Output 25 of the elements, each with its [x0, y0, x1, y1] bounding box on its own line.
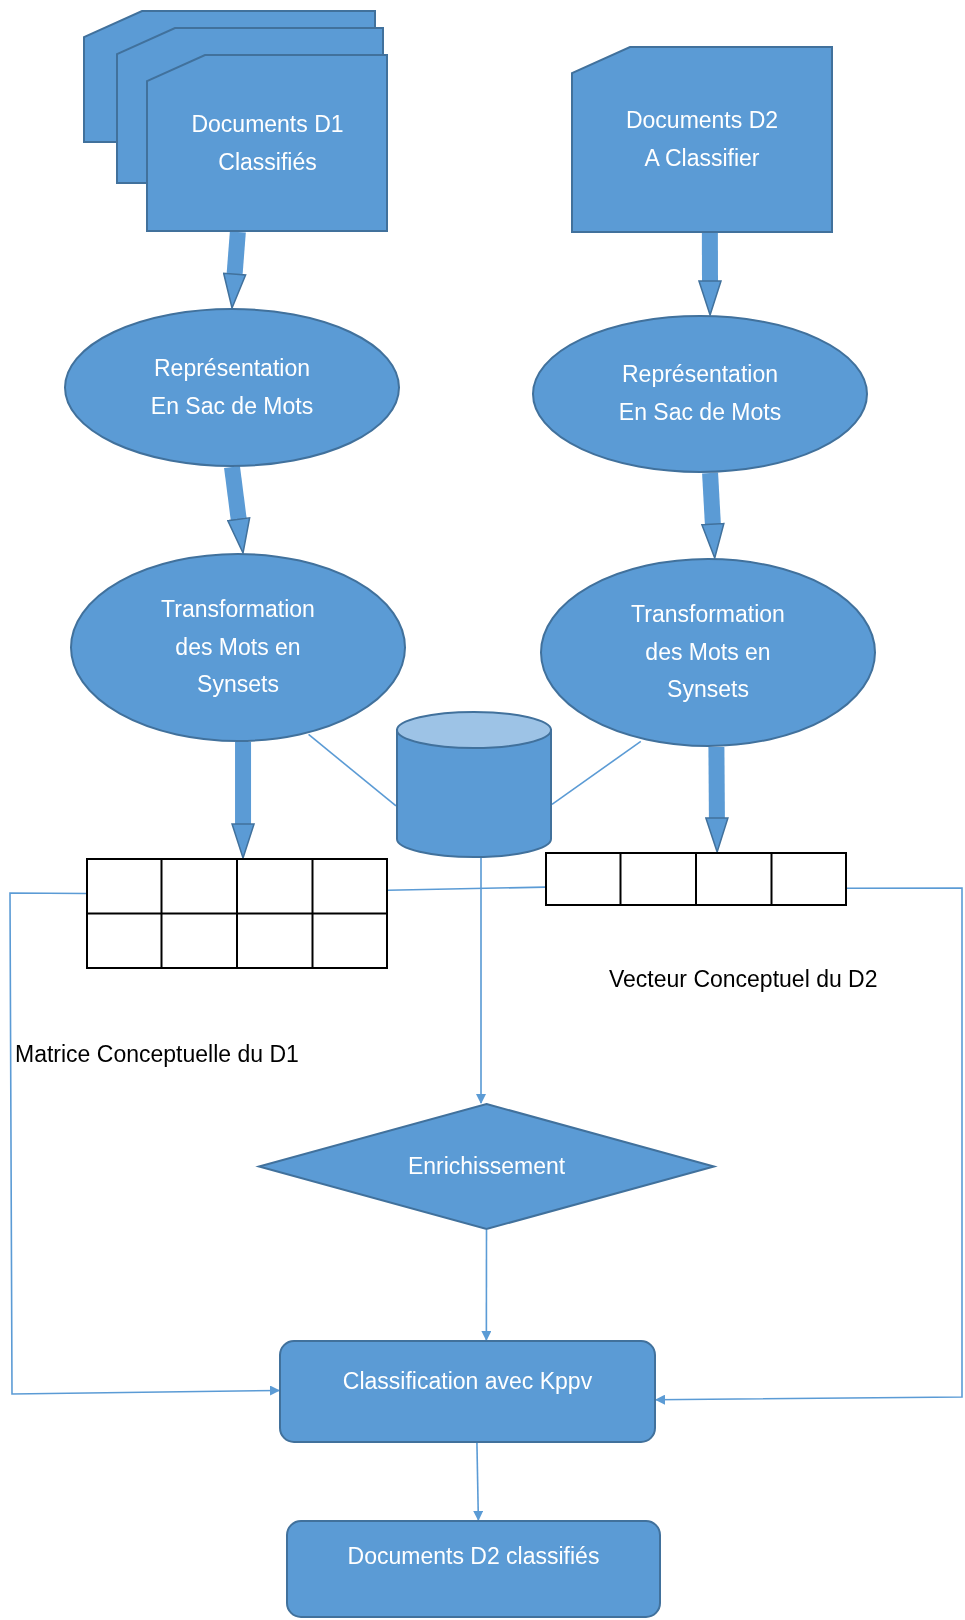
node-label: Représentation En Sac de Mots — [149, 353, 315, 421]
node-label: Classification avec Kppv — [342, 1366, 593, 1396]
node-label: Transformation des Mots en Synsets — [160, 594, 316, 700]
connector-line — [307, 733, 397, 807]
table-caption: Matrice Conceptuelle du D1 — [15, 1041, 299, 1068]
arrow — [9, 892, 280, 1396]
arrow — [698, 232, 722, 316]
connector-line — [387, 886, 546, 891]
node-label: Transformation des Mots en Synsets — [630, 599, 786, 705]
node-label: Représentation En Sac de Mots — [617, 360, 783, 427]
arrow — [222, 231, 247, 309]
arrow — [473, 1442, 484, 1521]
arrow — [224, 466, 251, 554]
arrow — [476, 856, 486, 1104]
node-label: Documents D2 A Classifier — [624, 105, 780, 173]
node-label: Documents D1 Classifiés — [190, 109, 345, 177]
arrow — [481, 1229, 492, 1341]
connector-line — [551, 740, 642, 806]
arrow — [705, 746, 729, 853]
arrow — [231, 742, 255, 859]
node-label: Documents D2 classifiés — [347, 1542, 600, 1572]
node-label: Enrichissement — [407, 1151, 566, 1181]
arrow — [655, 887, 963, 1405]
table-caption: Vecteur Conceptuel du D2 — [609, 966, 878, 993]
arrow — [701, 472, 725, 559]
